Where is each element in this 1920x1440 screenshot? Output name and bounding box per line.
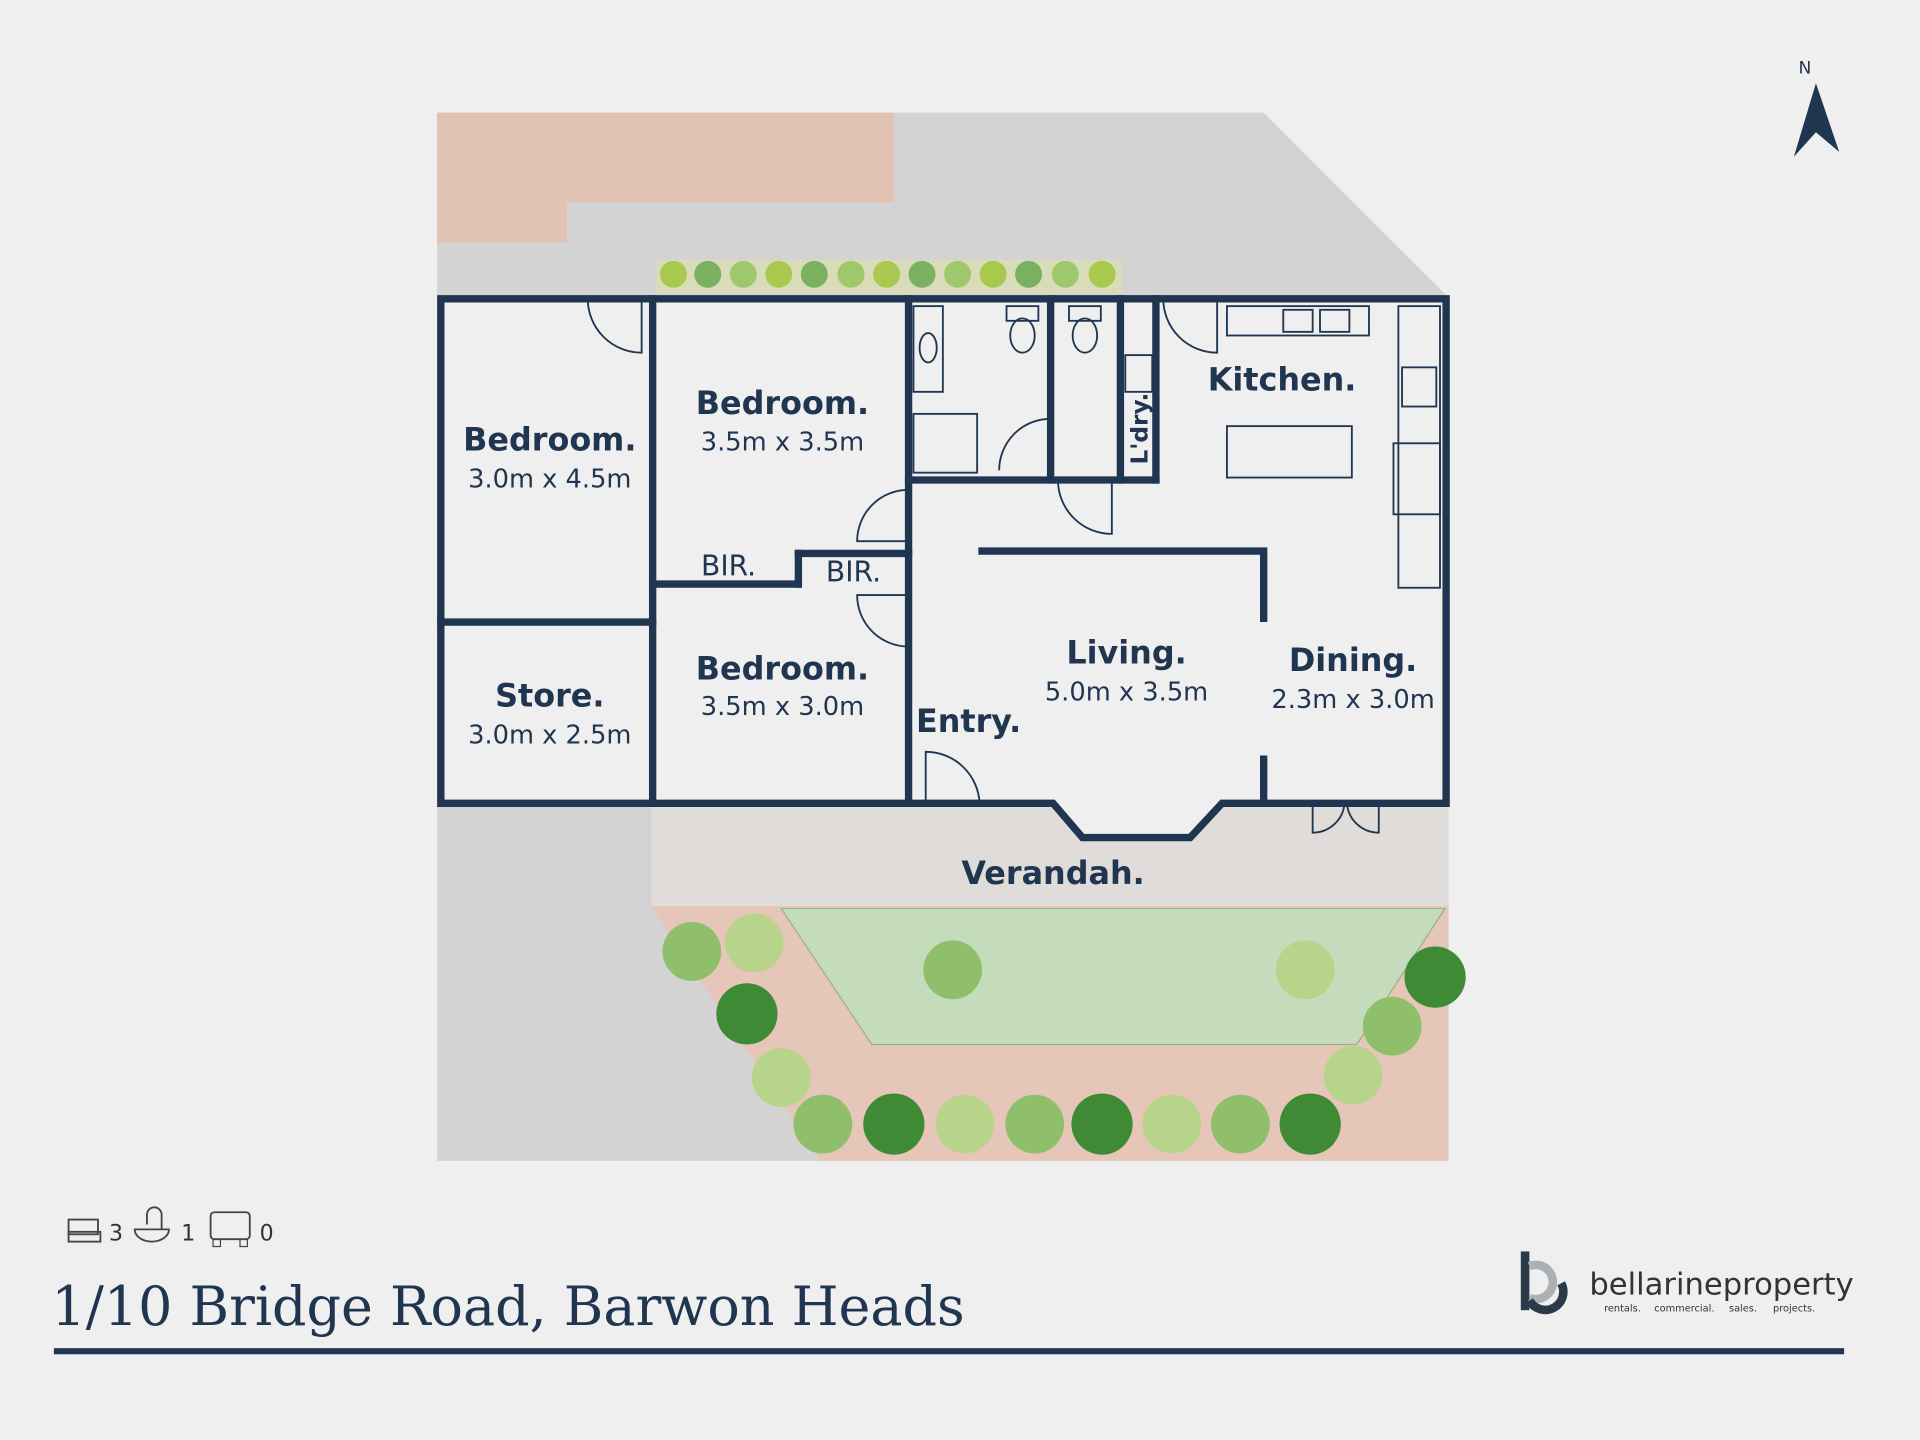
bed-icon — [67, 1218, 102, 1243]
property-address: 1/10 Bridge Road, Barwon Heads — [51, 1275, 964, 1338]
logo-tag-4: projects. — [1773, 1303, 1815, 1314]
logo-tag-2: commercial. — [1654, 1303, 1714, 1314]
courtyard — [437, 112, 894, 243]
footer-rule — [53, 1348, 1845, 1355]
bir2-label: BIR. — [826, 556, 881, 589]
car-count: 0 — [260, 1221, 274, 1246]
living-label: Living. — [1066, 634, 1186, 672]
bedroom1-label: Bedroom. — [463, 421, 636, 459]
walls — [437, 295, 1450, 842]
logo-tag-3: sales. — [1729, 1303, 1757, 1314]
bedroom1-size: 3.0m x 4.5m — [468, 464, 631, 494]
dining-label: Dining. — [1289, 641, 1417, 679]
house-floor — [440, 298, 1447, 838]
store-label: Store. — [495, 677, 604, 715]
lawn — [780, 907, 1447, 1046]
verandah — [651, 803, 1449, 907]
hedge-plants — [660, 260, 1116, 288]
logo-tag-1: rentals. — [1604, 1303, 1641, 1314]
verandah-label: Verandah. — [961, 854, 1144, 892]
bir1-label: BIR. — [701, 550, 756, 583]
logo-mark — [1520, 1251, 1568, 1315]
bath-icon — [133, 1206, 170, 1243]
bedroom3-size: 3.5m x 3.0m — [701, 692, 864, 722]
dining-size: 2.3m x 3.0m — [1271, 685, 1434, 715]
bathroom-count: 1 — [181, 1221, 195, 1246]
shrubs — [662, 913, 1466, 1155]
bedroom2-label: Bedroom. — [696, 384, 869, 422]
bedroom2-size: 3.5m x 3.5m — [701, 428, 864, 458]
compass-label: N — [1798, 58, 1811, 78]
kitchen-label: Kitchen. — [1208, 361, 1357, 399]
bedroom-count: 3 — [109, 1221, 123, 1246]
entry-label: Entry. — [916, 702, 1021, 740]
store-size: 3.0m x 2.5m — [468, 720, 631, 750]
living-size: 5.0m x 3.5m — [1045, 677, 1208, 707]
car-icon — [209, 1211, 251, 1248]
laundry-label: L'dry. — [1126, 393, 1153, 465]
fixtures — [586, 298, 1441, 834]
bedroom3-label: Bedroom. — [696, 650, 869, 688]
north-arrow-icon — [1793, 83, 1840, 157]
logo-name: bellarineproperty — [1589, 1267, 1853, 1302]
